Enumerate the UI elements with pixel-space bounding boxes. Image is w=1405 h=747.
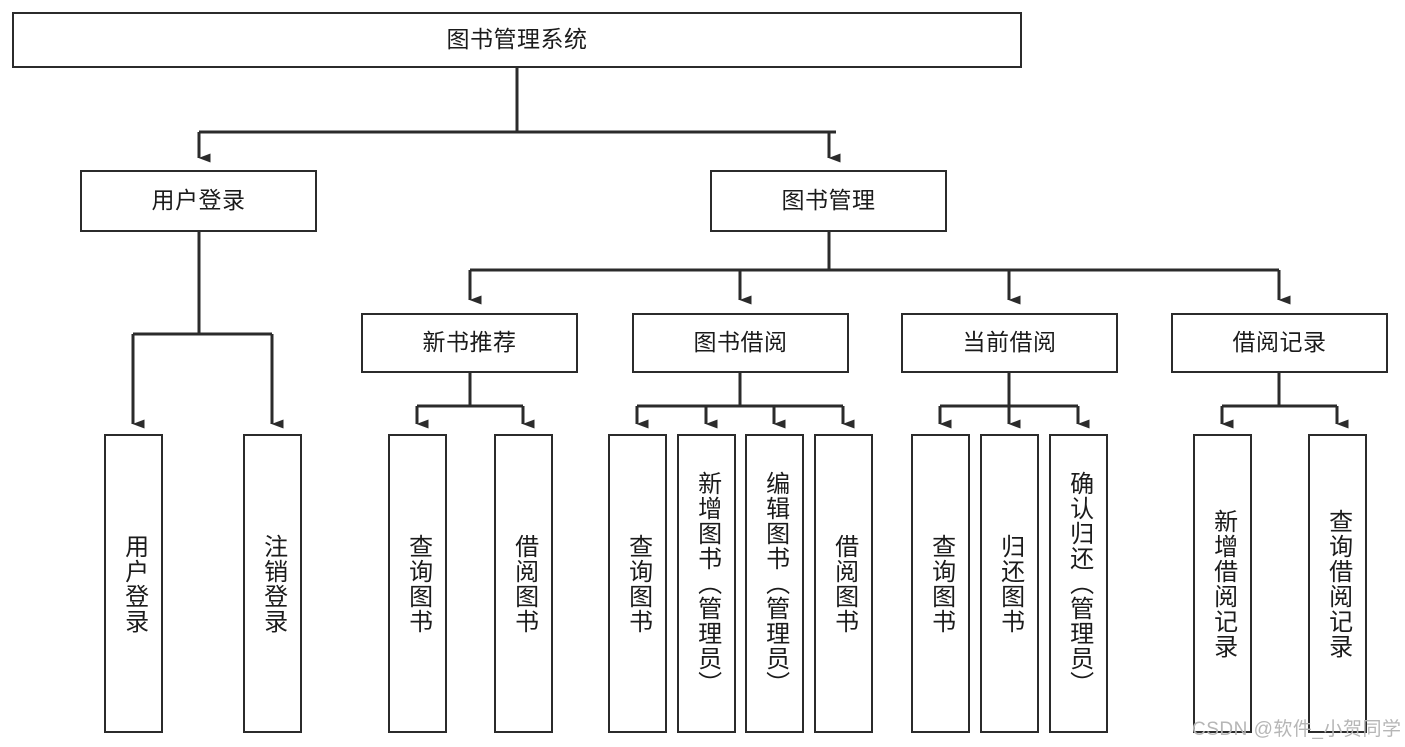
leaf-book-borrow-edit-book-admin[interactable]: 编辑图书（管理员） bbox=[745, 434, 804, 733]
node-label: 查询借阅记录 bbox=[1324, 508, 1352, 659]
leaf-book-borrow-query-book[interactable]: 查询图书 bbox=[608, 434, 667, 733]
leaf-new-book-query-book[interactable]: 查询图书 bbox=[388, 434, 447, 733]
leaf-current-borrow-query-book[interactable]: 查询图书 bbox=[911, 434, 970, 733]
node-label: 确认归还（管理员） bbox=[1065, 471, 1093, 696]
node-label: 图书借阅 bbox=[693, 329, 788, 356]
node-label: 查询图书 bbox=[927, 533, 955, 634]
leaf-user-login-logout[interactable]: 注销登录 bbox=[243, 434, 302, 733]
node-label: 编辑图书（管理员） bbox=[761, 471, 789, 696]
leaf-new-book-borrow-book[interactable]: 借阅图书 bbox=[494, 434, 553, 733]
node-book-borrow[interactable]: 图书借阅 bbox=[632, 313, 849, 373]
node-label: 查询图书 bbox=[404, 533, 432, 634]
node-current-borrow[interactable]: 当前借阅 bbox=[901, 313, 1118, 373]
leaf-borrow-record-query-record[interactable]: 查询借阅记录 bbox=[1308, 434, 1367, 733]
node-label: 借阅图书 bbox=[510, 533, 538, 634]
watermark-text: CSDN @软件_小贺同学 bbox=[1192, 719, 1402, 740]
leaf-book-borrow-borrow-book[interactable]: 借阅图书 bbox=[814, 434, 873, 733]
node-book-management-system[interactable]: 图书管理系统 bbox=[12, 12, 1022, 68]
node-label: 图书管理系统 bbox=[446, 26, 588, 53]
leaf-current-borrow-confirm-return-admin[interactable]: 确认归还（管理员） bbox=[1049, 434, 1108, 733]
node-label: 注销登录 bbox=[259, 533, 287, 634]
leaf-user-login-login[interactable]: 用户登录 bbox=[104, 434, 163, 733]
node-new-book-recommend[interactable]: 新书推荐 bbox=[361, 313, 578, 373]
node-label: 用户登录 bbox=[151, 187, 246, 214]
node-label: 当前借阅 bbox=[962, 329, 1057, 356]
node-label: 用户登录 bbox=[120, 533, 148, 634]
node-label: 借阅记录 bbox=[1232, 329, 1327, 356]
node-borrow-record[interactable]: 借阅记录 bbox=[1171, 313, 1388, 373]
node-label: 图书管理 bbox=[781, 187, 876, 214]
leaf-book-borrow-add-book-admin[interactable]: 新增图书（管理员） bbox=[677, 434, 736, 733]
node-label: 新增借阅记录 bbox=[1209, 508, 1237, 659]
node-label: 新书推荐 bbox=[422, 329, 517, 356]
node-label: 新增图书（管理员） bbox=[693, 471, 721, 696]
node-label: 查询图书 bbox=[624, 533, 652, 634]
node-user-login[interactable]: 用户登录 bbox=[80, 170, 317, 232]
leaf-current-borrow-return-book[interactable]: 归还图书 bbox=[980, 434, 1039, 733]
node-label: 借阅图书 bbox=[830, 533, 858, 634]
leaf-borrow-record-add-record[interactable]: 新增借阅记录 bbox=[1193, 434, 1252, 733]
node-label: 归还图书 bbox=[996, 533, 1024, 634]
node-book-management[interactable]: 图书管理 bbox=[710, 170, 947, 232]
